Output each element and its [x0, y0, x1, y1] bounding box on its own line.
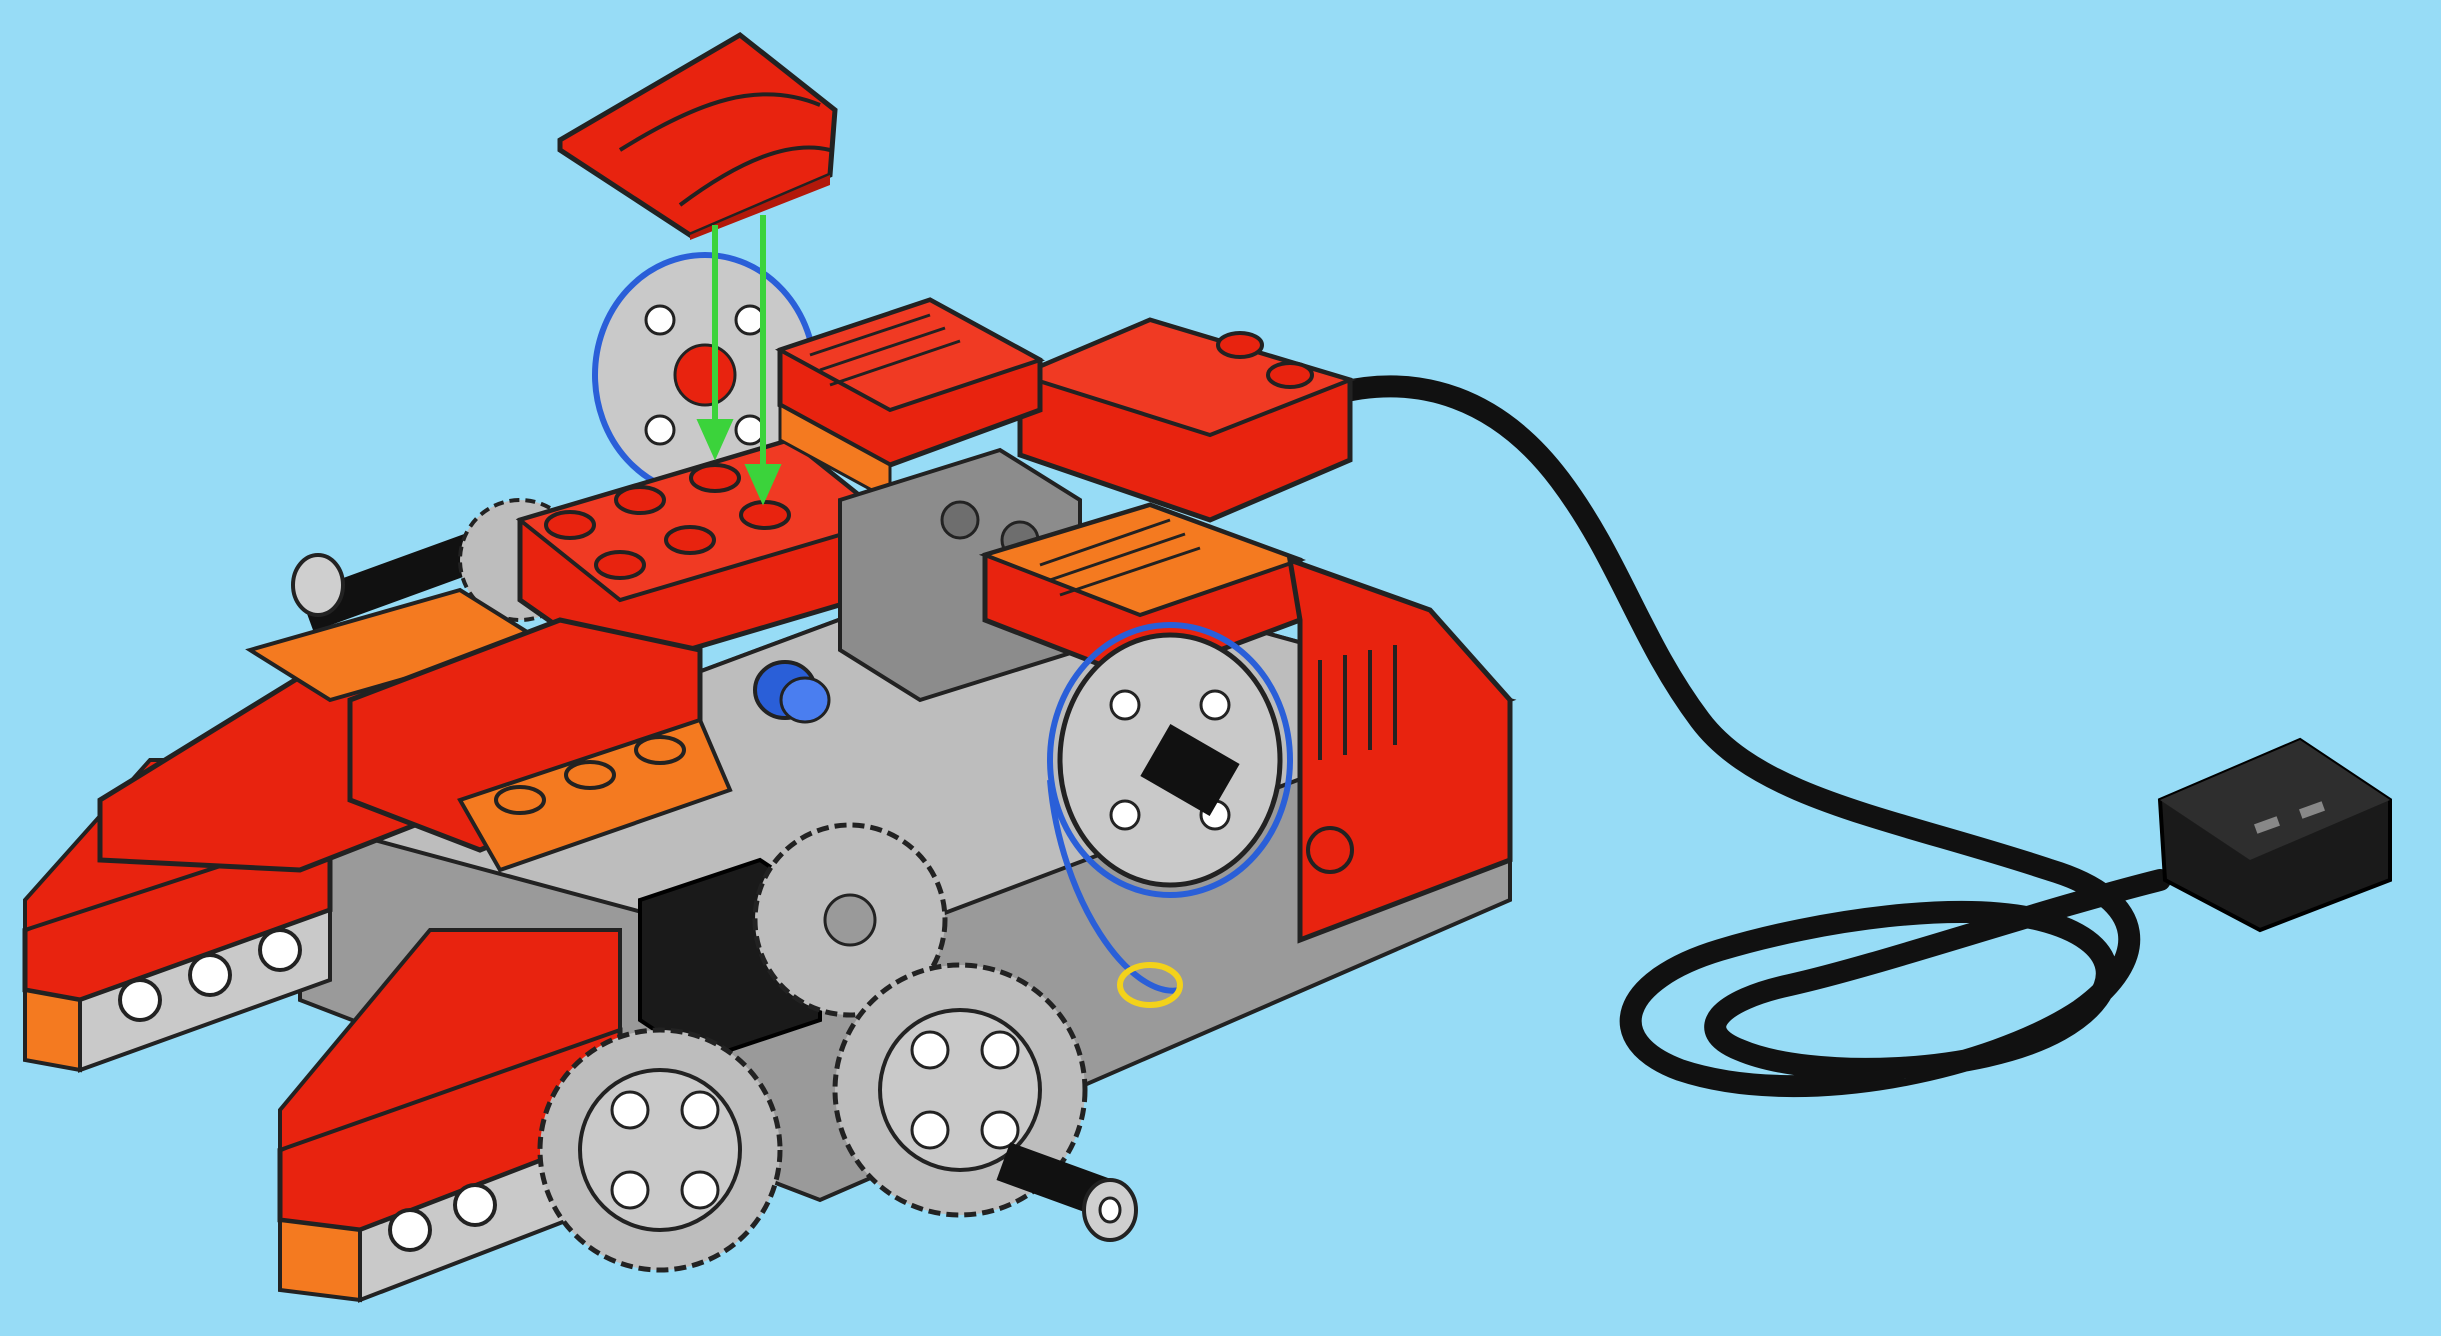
cable-connector-icon — [2160, 740, 2390, 930]
motor-icon — [1020, 320, 1350, 520]
gear-icon — [540, 1030, 780, 1270]
red-slope-part — [560, 35, 835, 240]
